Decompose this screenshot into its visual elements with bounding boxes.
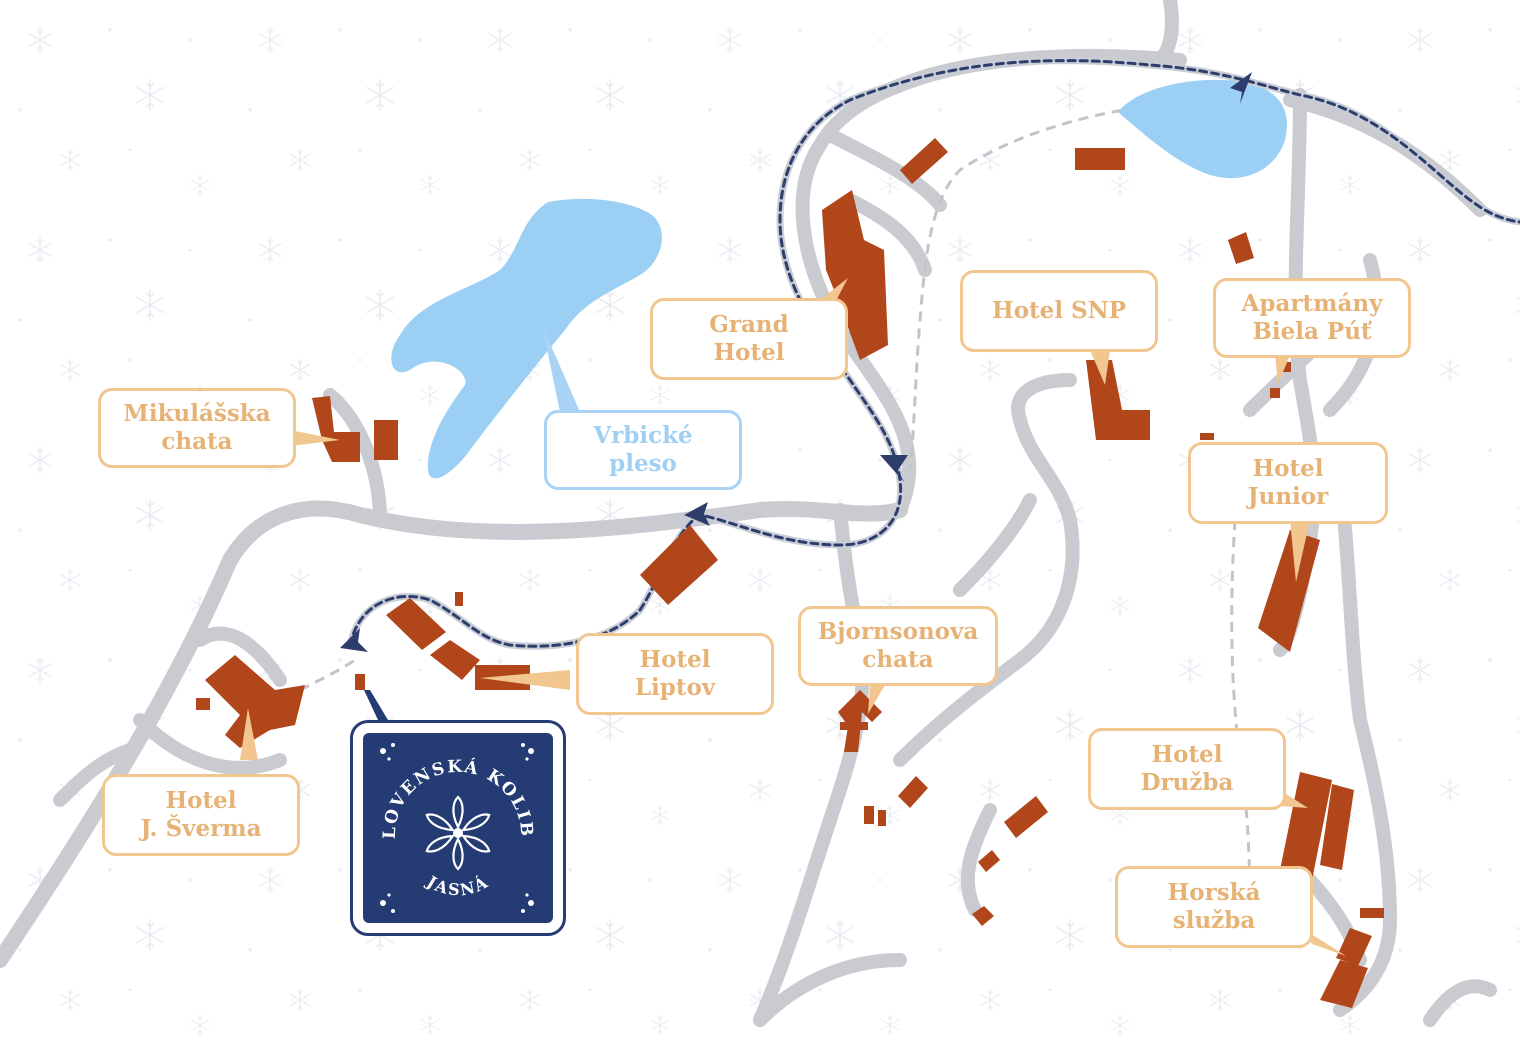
label-line: Apartmány [1241,290,1383,317]
edelweiss-icon [425,795,491,871]
label-hotel-snp[interactable]: Hotel SNP [960,270,1158,352]
label-horska-sluzba[interactable]: Horská služba [1115,866,1313,948]
label-mikulasska-chata[interactable]: Mikulášska chata [98,388,296,468]
label-grand-hotel[interactable]: Grand Hotel [650,298,848,380]
label-hotel-junior[interactable]: Hotel Junior [1188,442,1388,524]
lake-pointer [542,325,580,412]
buildings [196,138,1384,1008]
label-line: Družba [1140,769,1234,796]
label-line: chata [862,646,934,673]
label-line: J. Šverma [140,815,262,842]
label-line: Liptov [634,674,716,701]
building-hotel-snp [1086,360,1150,440]
label-line: chata [161,428,233,455]
slovenska-koliba-logo[interactable]: SLOVENSKÁ KOLIBA JASNÁ [350,720,566,936]
label-line: Hotel [639,646,711,673]
label-line: Hotel SNP [991,297,1126,324]
label-line: pleso [609,450,677,477]
walking-route [340,57,1520,652]
label-vrbicke-pleso[interactable]: Vrbické pleso [544,410,742,490]
building-hotel-liptov-main [640,525,718,605]
logo-pointer [364,690,388,720]
logo-graphic: SLOVENSKÁ KOLIBA JASNÁ [353,723,553,923]
label-hotel-liptov[interactable]: Hotel Liptov [576,633,774,715]
label-line: Horská [1167,879,1261,906]
label-line: Mikulášska [123,400,271,427]
label-line: Hotel [1252,455,1324,482]
logo-dots [380,743,534,913]
label-line: Hotel [165,787,237,814]
label-line: Biela Púť [1252,318,1372,345]
label-line: Bjornsonova [817,618,979,645]
label-hotel-j-sverma[interactable]: Hotel J. Šverma [102,774,300,856]
label-bjornsonova-chata[interactable]: Bjornsonova chata [798,606,998,686]
label-line: Grand [709,311,789,338]
vrbicke-pleso-lake [391,198,662,479]
label-line: Vrbické [593,422,693,449]
label-line: služba [1172,907,1256,934]
label-hotel-druzba[interactable]: Hotel Družba [1088,728,1286,810]
upper-lake [1118,79,1287,179]
label-apartmany-biela-put[interactable]: Apartmány Biela Púť [1213,278,1411,358]
building-grand-hotel [822,190,888,360]
label-line: Hotel [1151,741,1223,768]
label-line: Junior [1247,483,1329,510]
label-line: Hotel [713,339,785,366]
